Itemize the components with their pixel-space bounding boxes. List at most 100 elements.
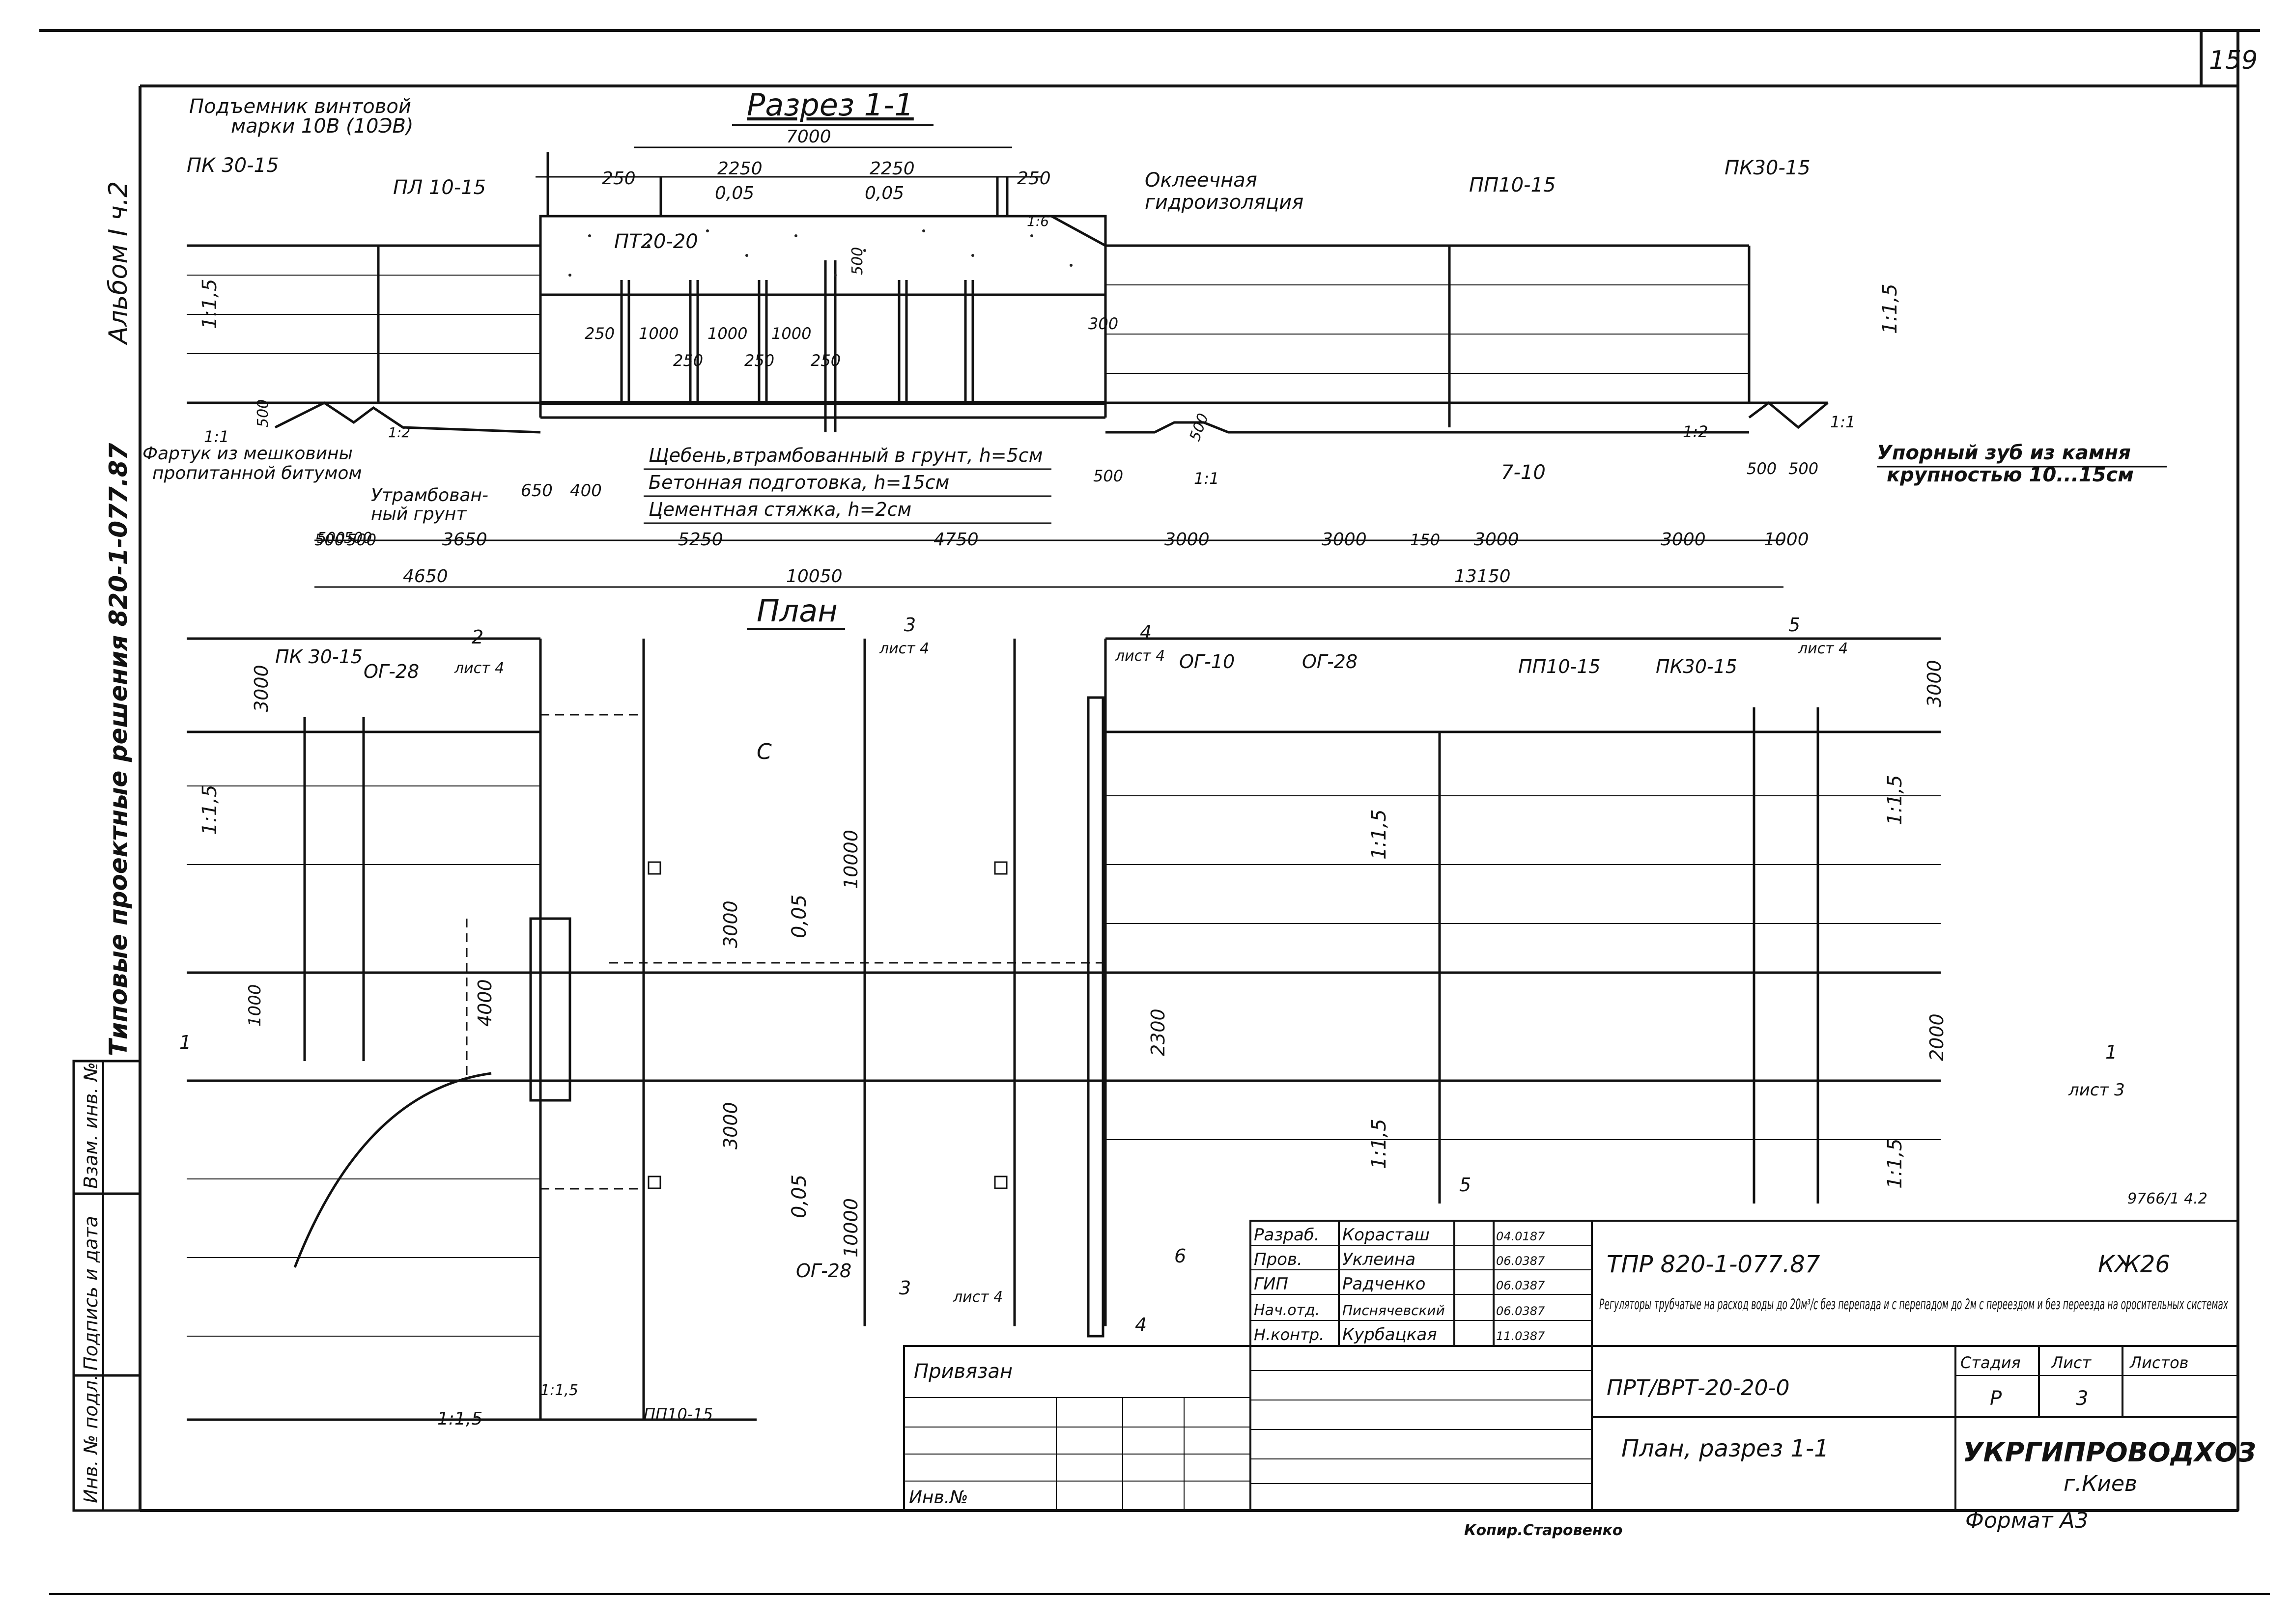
hoist-label-2: марки 10В (10ЭВ) xyxy=(231,115,413,138)
dim-mid-8: 300 xyxy=(1088,314,1118,333)
dim-top-2250-r: 2250 xyxy=(870,159,915,179)
plan-dim-3000-b: 3000 xyxy=(720,1102,741,1149)
plan-dim-10000-b: 10000 xyxy=(840,1198,862,1258)
cut-4-num: 4 xyxy=(1140,621,1152,643)
name-0: Корасташ xyxy=(1342,1225,1430,1245)
left-stamp: Инв. № подл. Подпись и дата Взам. инв. № xyxy=(72,1060,141,1512)
drawing-title: План, разрез 1-1 xyxy=(1621,1435,1829,1462)
dim-low-7: 500 xyxy=(1747,459,1777,478)
plan-dim-2300: 2300 xyxy=(1147,1008,1169,1056)
stage-header: Стадия xyxy=(1960,1353,2021,1372)
inv-label: Инв.№ xyxy=(909,1487,968,1508)
dim-mid-3: 1000 xyxy=(771,324,811,343)
fartuk-label-2: пропитанной битумом xyxy=(152,463,362,483)
dim-row1-1: 500 xyxy=(346,531,376,549)
sheets-header: Листов xyxy=(2129,1353,2189,1372)
dim-row2-2: 13150 xyxy=(1454,566,1511,587)
dim-top-250-r: 250 xyxy=(1017,168,1051,189)
date-0: 04.0187 xyxy=(1496,1230,1545,1243)
cut-2-num: 2 xyxy=(472,626,483,648)
mark-7-10: 7-10 xyxy=(1501,461,1546,484)
role-3: Нач.отд. xyxy=(1254,1302,1320,1319)
org-city: г.Киев xyxy=(2064,1471,2137,1496)
dim-row1-4: 4750 xyxy=(934,530,979,550)
date-3: 06.0387 xyxy=(1496,1304,1545,1318)
slope-a: 1:1,5 xyxy=(198,279,221,329)
cut-5-sheet: лист 4 xyxy=(1798,640,1848,657)
slope-d: 1:1 xyxy=(1194,469,1219,488)
anchor-markers xyxy=(648,861,1008,1189)
utram-label-2: ный грунт xyxy=(371,504,467,524)
pl-left-label: ПЛ 10-15 xyxy=(393,176,486,199)
gravel-fill xyxy=(568,229,1073,277)
plan-slope2: 1:1,5 xyxy=(1368,809,1390,860)
plan-slope3: 1:1,5 xyxy=(1884,775,1906,825)
plan-grade-a: 0,05 xyxy=(788,895,811,938)
role-2: ГИП xyxy=(1254,1274,1288,1294)
cut-1-right-sheet: лист 3 xyxy=(2068,1080,2125,1100)
privyazan-label: Привязан xyxy=(914,1360,1013,1383)
page-number: 159 xyxy=(2209,46,2258,75)
title-block: Разраб. Корасташ 04.0187 Пров. Уклеина 0… xyxy=(903,1220,2256,1512)
dim-row1-5: 3000 xyxy=(1164,530,1210,550)
plan-dim-10000-a: 10000 xyxy=(840,830,862,889)
cut-3-sheet: лист 4 xyxy=(879,640,929,657)
cut-6-num: 6 xyxy=(1174,1245,1186,1267)
date-2: 06.0387 xyxy=(1496,1279,1545,1292)
album-label: Альбом I ч.2 xyxy=(104,181,133,345)
zub-label: Упорный зуб из камня xyxy=(1877,442,2131,464)
pt-label: ПТ20-20 xyxy=(614,230,698,253)
cut-5-bottom-num: 5 xyxy=(1459,1174,1471,1196)
plan-grade-b: 0,05 xyxy=(788,1175,811,1218)
plan-og28-mid: ОГ-28 xyxy=(1302,651,1358,672)
cut-3-bottom-num: 3 xyxy=(899,1277,911,1299)
grade-left: 0,05 xyxy=(715,183,754,203)
dim-mid-6: 250 xyxy=(811,351,841,370)
cut-1-left-num: 1 xyxy=(179,1032,191,1053)
dim-low-5: 500 xyxy=(1093,467,1123,485)
dim-top-2250-l: 2250 xyxy=(717,159,763,179)
copied-by: Копир.Старовенко xyxy=(1464,1522,1623,1539)
dim-7000: 7000 xyxy=(786,127,831,147)
plan-pp-right: ПП10-15 xyxy=(1518,656,1601,677)
name-1: Уклеина xyxy=(1342,1250,1415,1269)
dim-low-6: 500 xyxy=(1187,411,1212,444)
utram-label: Утрамбован- xyxy=(371,485,488,505)
beton-label: Бетонная подготовка, h=15см xyxy=(649,472,949,493)
oklee-label: Оклеечная xyxy=(1145,169,1257,192)
pk-left-label: ПК 30-15 xyxy=(187,154,279,177)
slope-e: 1:2 xyxy=(1683,422,1708,441)
stage-value: Р xyxy=(1990,1387,2002,1410)
dim-row1-3: 5250 xyxy=(678,530,723,550)
plan-pk-right: ПК30-15 xyxy=(1656,656,1737,677)
plan-slope4: 1:1,5 xyxy=(1368,1119,1390,1169)
dim-mid-4: 250 xyxy=(673,351,703,370)
dim-low-4: 400 xyxy=(570,481,602,501)
slope-h: 1:6 xyxy=(1027,213,1049,229)
plan-dim-3000-left: 3000 xyxy=(251,665,272,712)
plan-dim-2000: 2000 xyxy=(1926,1013,1948,1061)
sheet-mark: КЖ26 xyxy=(2098,1251,2170,1278)
slope-g: 1:2 xyxy=(388,424,410,441)
plan-slope5: 1:1,5 xyxy=(1884,1138,1906,1189)
role-1: Пров. xyxy=(1254,1250,1302,1269)
pp-right-label: ПП10-15 xyxy=(1469,174,1556,196)
name-4: Курбацкая xyxy=(1342,1325,1437,1344)
cut-4-bottom-num: 4 xyxy=(1135,1314,1147,1336)
plan-slope1: 1:1,5 xyxy=(198,784,221,835)
role-4: Н.контр. xyxy=(1254,1325,1324,1344)
dim-mid-0: 250 xyxy=(585,324,615,343)
dim-low-0: 500 xyxy=(255,399,272,427)
dim-row2-1: 10050 xyxy=(786,566,843,587)
sheben-label: Щебень,втрамбованный в грунт, h=5см xyxy=(649,445,1043,466)
plan-slope7: 1:1,5 xyxy=(540,1382,578,1399)
name-2: Радченко xyxy=(1342,1274,1425,1294)
plan-dim-3000-right: 3000 xyxy=(1924,660,1945,707)
mark-code: 9766/1 4.2 xyxy=(2127,1190,2207,1207)
stamp-vzam: Взам. инв. № xyxy=(80,1062,102,1189)
plan-grid xyxy=(187,785,1941,1337)
oklee-label-2: гидроизоляция xyxy=(1145,191,1303,214)
format-label: Формат А3 xyxy=(1965,1508,2089,1533)
org-name: УКРГИПРОВОДХОЗ xyxy=(1963,1437,2256,1468)
